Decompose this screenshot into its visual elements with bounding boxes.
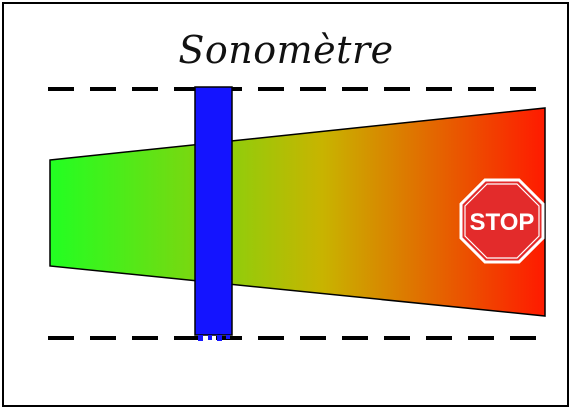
stop-sign-label: STOP xyxy=(470,209,535,236)
page-title: Sonomètre xyxy=(178,28,394,72)
volume-slider-handle[interactable] xyxy=(194,86,233,341)
volume-gradient-bar xyxy=(49,107,546,317)
stop-sign-icon: STOP xyxy=(459,178,545,264)
